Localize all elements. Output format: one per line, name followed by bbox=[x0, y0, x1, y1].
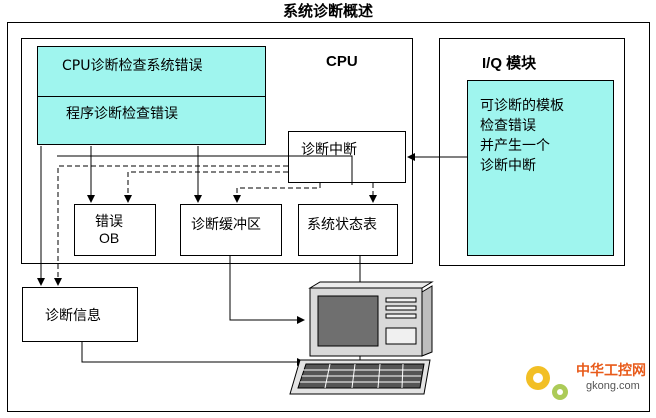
program-error-check-label: 程序诊断检查错误 bbox=[66, 106, 178, 122]
io-desc-line-2: 检查错误 bbox=[480, 118, 536, 134]
diagnostic-info-label: 诊断信息 bbox=[45, 308, 101, 324]
cpu-label: CPU bbox=[326, 53, 358, 70]
watermark-gear-icon bbox=[526, 366, 568, 400]
diagnostic-info-box: 诊断信息 bbox=[22, 287, 138, 342]
io-desc-line-4: 诊断中断 bbox=[480, 158, 536, 174]
diagnostic-interrupt-box: 诊断中断 bbox=[288, 131, 406, 183]
arrow-buffer-to-pc bbox=[229, 256, 305, 324]
diagnostic-interrupt-label: 诊断中断 bbox=[301, 142, 357, 158]
pg-computer-icon bbox=[289, 281, 434, 395]
diagram-title: 系统诊断概述 bbox=[282, 2, 373, 20]
error-box-divider bbox=[38, 96, 265, 97]
diagnostic-buffer-box: 诊断缓冲区 bbox=[180, 204, 282, 256]
diagnostic-buffer-label: 诊断缓冲区 bbox=[191, 217, 261, 233]
io-desc-line-3: 并产生一个 bbox=[480, 138, 550, 154]
arrow-interrupt-to-buffer bbox=[233, 183, 321, 203]
error-ob-line2: OB bbox=[99, 230, 120, 246]
line-errors-to-ssl bbox=[57, 155, 353, 185]
cpu-error-check-label: CPU诊断检查系统错误 bbox=[62, 58, 203, 74]
watermark-url: gkong.com bbox=[586, 380, 640, 392]
system-status-list-label: 系统状态表 bbox=[307, 217, 377, 233]
error-check-box: CPU诊断检查系统错误 程序诊断检查错误 bbox=[37, 46, 266, 145]
io-description-box: 可诊断的模板 检查错误 并产生一个 诊断中断 bbox=[467, 80, 614, 256]
arrow-interrupt-to-info-dashed bbox=[54, 165, 288, 286]
io-module-label: I/Q 模块 bbox=[482, 55, 537, 72]
watermark-text: 中华工控网 bbox=[576, 363, 646, 379]
error-ob-box: 错误 OB bbox=[74, 204, 156, 256]
error-ob-line1: 错误 bbox=[95, 214, 123, 230]
io-desc-line-1: 可诊断的模板 bbox=[480, 98, 564, 114]
arrow-info-to-pc bbox=[81, 342, 305, 366]
system-status-list-box: 系统状态表 bbox=[298, 204, 398, 256]
arrow-interrupt-to-ob bbox=[124, 171, 288, 203]
